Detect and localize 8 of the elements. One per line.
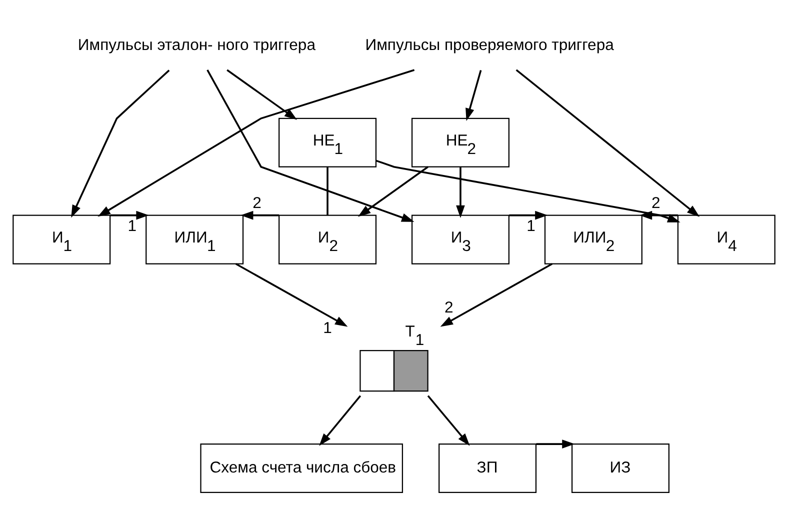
node-text: Импульсы проверяемого триггера bbox=[365, 36, 614, 54]
node-text: Импульсы эталон- ного триггера bbox=[78, 36, 316, 54]
edge-label: 1 bbox=[526, 218, 536, 236]
edge-label: 2 bbox=[444, 300, 454, 317]
edge-label: 2 bbox=[651, 194, 660, 212]
edge-label: 1 bbox=[128, 218, 137, 236]
edge-label: 2 bbox=[252, 194, 262, 212]
edge-label: 1 bbox=[323, 320, 332, 337]
